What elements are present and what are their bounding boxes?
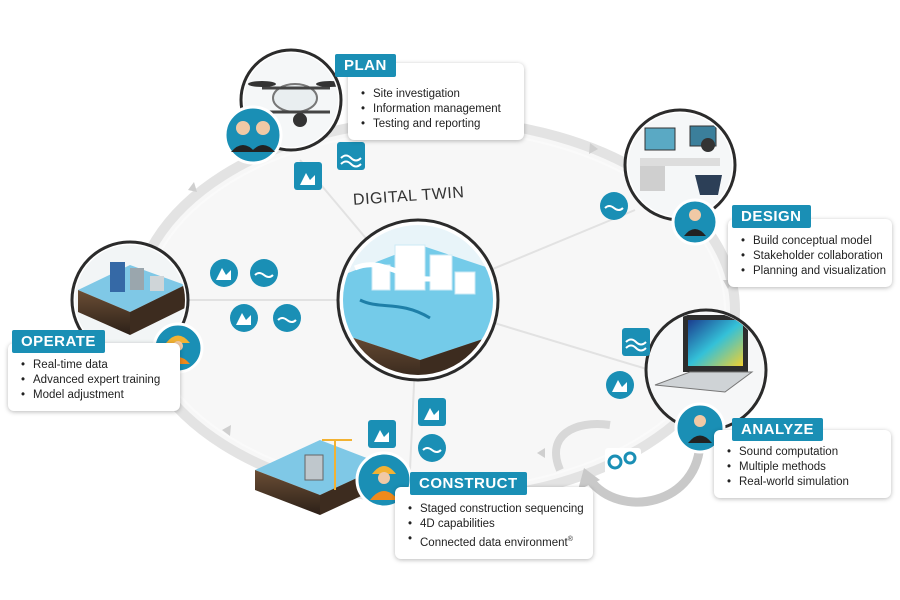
analyze-visual	[644, 308, 768, 454]
construct-visual	[255, 439, 413, 515]
wave-icon	[250, 259, 278, 287]
plan-item: Site investigation	[360, 87, 512, 102]
design-item: Build conceptual model	[740, 234, 880, 249]
operate-card: Real-time data Advanced expert training …	[8, 343, 180, 411]
water-building-icon	[230, 304, 258, 332]
plan-title: PLAN	[335, 54, 396, 77]
water-building-icon	[210, 259, 238, 287]
construct-card: Staged construction sequencing 4D capabi…	[395, 487, 593, 559]
water-building-icon	[418, 398, 446, 426]
design-item: Planning and visualization	[740, 264, 886, 279]
plan-visual	[223, 48, 343, 165]
wave-icon	[273, 304, 301, 332]
construct-site-tile	[255, 439, 385, 515]
wave-icon	[600, 192, 628, 220]
gear-icon	[605, 448, 641, 476]
construct-item: Connected data environment®	[407, 532, 581, 551]
wave-icon	[418, 434, 446, 462]
data-icons	[210, 142, 650, 476]
wave-icon	[337, 142, 365, 170]
computer-icon	[628, 113, 732, 217]
worker-icon	[370, 466, 398, 500]
water-building-icon	[606, 371, 634, 399]
operate-item: Advanced expert training	[20, 373, 168, 388]
water-building-icon	[368, 420, 396, 448]
construct-item: 4D capabilities	[407, 517, 581, 532]
analyze-title: ANALYZE	[732, 418, 823, 441]
construct-title: CONSTRUCT	[410, 472, 527, 495]
registered-mark: ®	[567, 536, 573, 543]
design-title: DESIGN	[732, 205, 811, 228]
design-item: Stakeholder collaboration	[740, 249, 883, 264]
design-visual	[623, 108, 737, 246]
people-icon	[231, 121, 275, 152]
operate-item: Real-time data	[20, 358, 168, 373]
analyze-card: Sound computation Multiple methods Real-…	[714, 430, 891, 498]
digital-twin-hub	[336, 218, 500, 382]
plan-item: Information management	[360, 102, 512, 117]
plan-item: Testing and reporting	[360, 117, 512, 132]
analyze-item: Sound computation	[726, 445, 879, 460]
operate-title: OPERATE	[12, 330, 105, 353]
analyze-item: Multiple methods	[726, 460, 879, 475]
feedback-arrow	[552, 420, 705, 507]
analyze-item: Real-world simulation	[726, 475, 879, 490]
design-card: Build conceptual model Stakeholder colla…	[728, 219, 892, 287]
wave-icon	[622, 328, 650, 356]
construct-item: Staged construction sequencing	[407, 502, 584, 517]
water-building-icon	[294, 162, 322, 190]
plan-card: Site investigation Information managemen…	[348, 63, 524, 140]
operate-item: Model adjustment	[20, 388, 168, 403]
construct-item-text: Connected data environment	[420, 536, 568, 549]
